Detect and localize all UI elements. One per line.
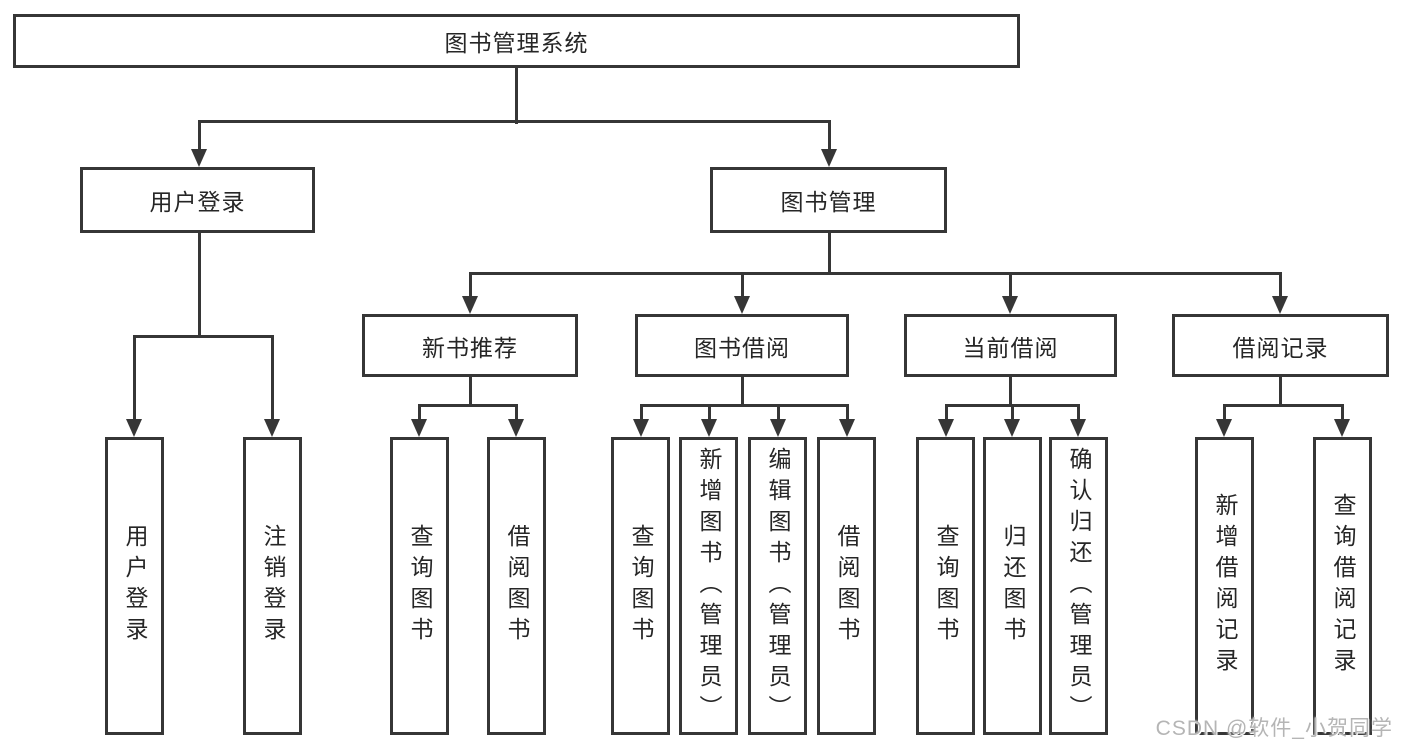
leaf-br-query-record-label: 查询借阅记录 — [1330, 493, 1356, 679]
leaf-br-add-record: 新增借阅记录 — [1195, 437, 1254, 735]
connector-level2-hbar — [198, 120, 831, 123]
connector-currentborrow-stem — [1009, 377, 1012, 406]
connector-newbook-hbar — [418, 404, 518, 407]
arrowhead-icon — [1002, 296, 1018, 314]
connector-root-stem — [515, 68, 518, 124]
arrowhead-icon — [191, 149, 207, 167]
arrow-stem — [1279, 272, 1282, 298]
node-user-login: 用户登录 — [80, 167, 315, 233]
leaf-bb-query-books: 查询图书 — [611, 437, 670, 735]
arrow-stem — [515, 404, 518, 421]
leaf-logout-label: 注销登录 — [260, 524, 286, 648]
leaf-cb-return-books-label: 归还图书 — [1000, 524, 1026, 648]
leaf-br-add-record-label: 新增借阅记录 — [1212, 493, 1238, 679]
arrow-stem — [1077, 404, 1080, 421]
arrow-stem — [271, 335, 274, 421]
arrow-stem — [945, 404, 948, 421]
node-current-borrow: 当前借阅 — [904, 314, 1117, 377]
leaf-cb-return-books: 归还图书 — [983, 437, 1042, 735]
node-root-label: 图书管理系统 — [444, 30, 589, 56]
arrowhead-icon — [821, 149, 837, 167]
arrowhead-icon — [126, 419, 142, 437]
arrowhead-icon — [839, 419, 855, 437]
leaf-cb-query-books: 查询图书 — [916, 437, 975, 735]
arrow-stem — [469, 272, 472, 298]
connector-bookborrow-stem — [741, 377, 744, 406]
leaf-cb-confirm-return-admin-label: 确认归还（管理员） — [1066, 446, 1092, 726]
arrow-stem — [1011, 404, 1014, 421]
leaf-cb-confirm-return-admin: 确认归还（管理员） — [1049, 437, 1108, 735]
arrowhead-icon — [264, 419, 280, 437]
arrow-stem — [133, 335, 136, 421]
leaf-user-login: 用户登录 — [105, 437, 164, 735]
arrowhead-icon — [1216, 419, 1232, 437]
node-book-management: 图书管理 — [710, 167, 947, 233]
arrowhead-icon — [734, 296, 750, 314]
arrowhead-icon — [701, 419, 717, 437]
connector-records-hbar — [1223, 404, 1344, 407]
node-book-borrow: 图书借阅 — [635, 314, 849, 377]
node-root: 图书管理系统 — [13, 14, 1020, 68]
arrow-stem — [777, 404, 780, 421]
leaf-br-query-record: 查询借阅记录 — [1313, 437, 1372, 735]
arrow-stem — [1223, 404, 1226, 421]
arrow-stem — [846, 404, 849, 421]
node-new-book-recommend: 新书推荐 — [362, 314, 578, 377]
leaf-bb-add-books-admin: 新增图书（管理员） — [679, 437, 738, 735]
node-current-borrow-label: 当前借阅 — [962, 334, 1059, 361]
arrow-stem — [1009, 272, 1012, 298]
arrowhead-icon — [1004, 419, 1020, 437]
arrow-stem — [708, 404, 711, 421]
node-borrow-records-label: 借阅记录 — [1232, 334, 1329, 361]
leaf-bb-borrow-books-label: 借阅图书 — [834, 524, 860, 648]
arrow-stem — [418, 404, 421, 421]
connector-level3-hbar — [469, 272, 1282, 275]
leaf-bb-edit-books-admin-label: 编辑图书（管理员） — [765, 446, 791, 726]
arrowhead-icon — [508, 419, 524, 437]
leaf-nb-borrow-books: 借阅图书 — [487, 437, 546, 735]
leaf-user-login-label: 用户登录 — [122, 524, 148, 648]
leaf-nb-query-books: 查询图书 — [390, 437, 449, 735]
leaf-nb-borrow-books-label: 借阅图书 — [504, 524, 530, 648]
leaf-bb-borrow-books: 借阅图书 — [817, 437, 876, 735]
connector-userlogin-stem — [198, 233, 201, 338]
arrow-stem — [741, 272, 744, 298]
csdn-watermark: CSDN @软件_小贺同学 — [1155, 717, 1393, 740]
arrowhead-icon — [1070, 419, 1086, 437]
leaf-bb-edit-books-admin: 编辑图书（管理员） — [748, 437, 807, 735]
node-user-login-label: 用户登录 — [149, 189, 246, 215]
connector-newbook-stem — [469, 377, 472, 406]
leaf-bb-query-books-label: 查询图书 — [628, 524, 654, 648]
arrowhead-icon — [770, 419, 786, 437]
arrowhead-icon — [1334, 419, 1350, 437]
node-borrow-records: 借阅记录 — [1172, 314, 1389, 377]
arrowhead-icon — [938, 419, 954, 437]
arrow-stem — [640, 404, 643, 421]
node-new-book-recommend-label: 新书推荐 — [422, 334, 518, 361]
connector-userlogin-hbar — [133, 335, 274, 338]
connector-records-stem — [1279, 377, 1282, 406]
arrowhead-icon — [633, 419, 649, 437]
connector-bookborrow-hbar — [640, 404, 849, 407]
leaf-cb-query-books-label: 查询图书 — [933, 524, 959, 648]
arrowhead-icon — [411, 419, 427, 437]
arrowhead-icon — [462, 296, 478, 314]
leaf-nb-query-books-label: 查询图书 — [407, 524, 433, 648]
node-book-borrow-label: 图书借阅 — [694, 334, 790, 361]
node-book-management-label: 图书管理 — [780, 189, 877, 215]
arrow-stem — [198, 120, 201, 150]
arrow-stem — [1341, 404, 1344, 421]
leaf-bb-add-books-admin-label: 新增图书（管理员） — [696, 446, 722, 726]
arrowhead-icon — [1272, 296, 1288, 314]
connector-bookmgmt-stem — [828, 233, 831, 275]
leaf-logout: 注销登录 — [243, 437, 302, 735]
arrow-stem — [828, 120, 831, 150]
